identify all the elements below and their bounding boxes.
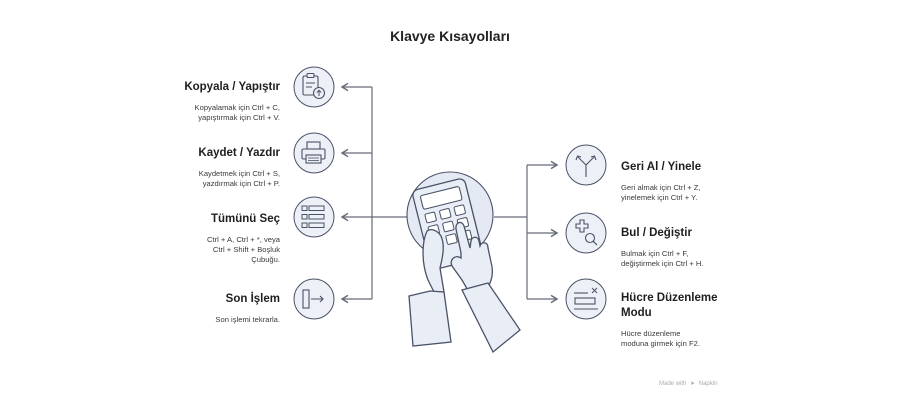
item-title: Kaydet / Yazdır	[198, 147, 280, 159]
desc-line: moduna girmek için F2.	[621, 339, 700, 348]
clipboard-paste-icon	[293, 66, 335, 108]
right-connectors	[494, 160, 559, 304]
left-item-last-action: Son İşlem Son işlemi tekrarla.	[80, 292, 280, 325]
napkin-logo-icon: ➤	[690, 381, 696, 387]
item-desc: Geri almak için Ctrl + Z, yinelemek için…	[621, 183, 781, 203]
item-desc: Ctrl + A, Ctrl + *, veya Ctrl + Shift + …	[80, 235, 280, 265]
repeat-last-icon	[293, 278, 335, 320]
right-item-find-replace: Bul / Değiştir Bulmak için Ctrl + F, değ…	[621, 226, 781, 269]
desc-line: Geri almak için Ctrl + Z,	[621, 183, 701, 192]
left-item-copy-paste: Kopyala / Yapıştır Kopyalamak için Ctrl …	[80, 80, 280, 123]
item-desc: Kopyalamak için Ctrl + C, yapıştırmak iç…	[80, 103, 280, 123]
desc-line: Kopyalamak için Ctrl + C,	[194, 103, 280, 112]
desc-line: yapıştırmak için Ctrl + V.	[198, 113, 280, 122]
desc-line: Çubuğu.	[251, 255, 280, 264]
left-item-save-print: Kaydet / Yazdır Kaydetmek için Ctrl + S,…	[80, 146, 280, 189]
item-title: Son İşlem	[225, 293, 280, 305]
desc-line: Hücre düzenleme	[621, 329, 681, 338]
brand-text: Napkin	[698, 381, 718, 387]
item-title: Bul / Değiştir	[621, 227, 692, 239]
right-item-cell-edit: Hücre Düzenleme Modu Hücre düzenleme mod…	[621, 291, 781, 349]
item-title: Tümünü Seç	[210, 213, 280, 225]
left-connectors	[340, 82, 409, 304]
find-replace-icon	[565, 212, 607, 254]
item-title: Kopyala / Yapıştır	[184, 81, 280, 93]
desc-line: yinelemek için Ctrl + Y.	[621, 193, 698, 202]
desc-line: Ctrl + Shift + Boşluk	[212, 245, 280, 254]
undo-redo-icon	[565, 144, 607, 186]
made-with-text: Made with	[659, 381, 687, 387]
item-desc: Bulmak için Ctrl + F, değiştirmek için C…	[621, 249, 781, 269]
item-title: Hücre Düzenleme Modu	[621, 291, 781, 321]
title-line: Modu	[621, 307, 652, 319]
item-desc: Kaydetmek için Ctrl + S, yazdırmak için …	[80, 169, 280, 189]
printer-icon	[293, 132, 335, 174]
footer-credit: Made with ➤ Napkin	[659, 380, 717, 387]
item-desc: Hücre düzenleme moduna girmek için F2.	[621, 329, 781, 349]
item-desc: Son işlemi tekrarla.	[80, 315, 280, 325]
hands-calculator-icon	[406, 171, 521, 354]
list-select-icon	[293, 196, 335, 238]
item-title: Geri Al / Yinele	[621, 161, 702, 173]
desc-line: değiştirmek için Ctrl + H.	[621, 259, 704, 268]
desc-line: Son işlemi tekrarla.	[215, 315, 280, 324]
left-item-select-all: Tümünü Seç Ctrl + A, Ctrl + *, veya Ctrl…	[80, 212, 280, 265]
right-item-undo-redo: Geri Al / Yinele Geri almak için Ctrl + …	[621, 160, 781, 203]
diagram-title: Klavye Kısayolları	[390, 28, 510, 44]
desc-line: Bulmak için Ctrl + F,	[621, 249, 689, 258]
desc-line: Ctrl + A, Ctrl + *, veya	[206, 235, 280, 244]
cell-edit-icon	[565, 278, 607, 320]
title-line: Hücre Düzenleme	[621, 292, 718, 304]
desc-line: Kaydetmek için Ctrl + S,	[198, 169, 280, 178]
desc-line: yazdırmak için Ctrl + P.	[202, 179, 280, 188]
